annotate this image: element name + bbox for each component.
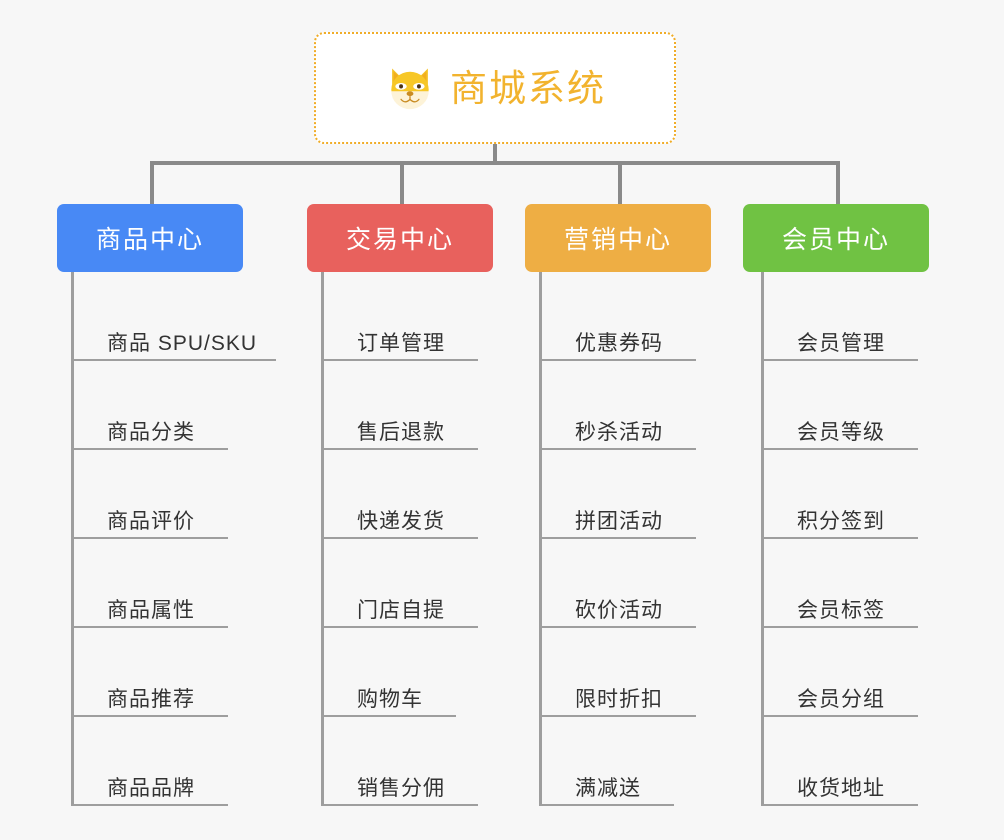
connector-horizontal-bus xyxy=(150,161,840,165)
leaf-underline-3-6 xyxy=(542,804,674,806)
leaf-underline-3-5 xyxy=(542,715,696,717)
leaf-underline-3-2 xyxy=(542,448,696,450)
category-label-4: 会员中心 xyxy=(781,226,890,254)
leaf-spine-2 xyxy=(321,272,324,806)
leaf-underline-2-6 xyxy=(324,804,478,806)
leaf-spine-1 xyxy=(71,272,74,806)
leaf-underline-2-2 xyxy=(324,448,478,450)
leaf-underline-2-1 xyxy=(324,359,478,361)
leaf-underline-4-3 xyxy=(764,537,918,539)
leaf-underline-4-2 xyxy=(764,448,918,450)
leaf-label-1-6: 商品品牌 xyxy=(107,776,195,800)
leaf-label-1-3: 商品评价 xyxy=(107,509,195,533)
category-label-2: 交易中心 xyxy=(345,226,454,254)
leaf-item-3-3[interactable]: 拼团活动 xyxy=(542,450,696,539)
leaf-label-4-5: 会员分组 xyxy=(797,687,885,711)
connector-drop-2 xyxy=(400,161,404,204)
leaf-label-2-3: 快递发货 xyxy=(357,509,445,533)
leaf-underline-1-1 xyxy=(74,359,276,361)
leaf-underline-3-4 xyxy=(542,626,696,628)
leaf-item-3-6[interactable]: 满减送 xyxy=(542,717,674,806)
leaf-underline-4-6 xyxy=(764,804,918,806)
leaf-underline-4-5 xyxy=(764,715,918,717)
leaf-label-1-4: 商品属性 xyxy=(107,598,195,622)
leaf-item-1-4[interactable]: 商品属性 xyxy=(74,539,228,628)
category-header-1[interactable]: 商品中心 xyxy=(57,204,243,272)
leaf-underline-4-4 xyxy=(764,626,918,628)
leaf-item-3-4[interactable]: 砍价活动 xyxy=(542,539,696,628)
leaf-item-4-1[interactable]: 会员管理 xyxy=(764,272,918,361)
leaf-item-2-3[interactable]: 快递发货 xyxy=(324,450,478,539)
leaf-spine-4 xyxy=(761,272,764,806)
category-label-1: 商品中心 xyxy=(95,226,204,254)
leaf-label-2-5: 购物车 xyxy=(357,687,423,711)
leaf-label-1-5: 商品推荐 xyxy=(107,687,195,711)
leaf-label-2-1: 订单管理 xyxy=(357,331,445,355)
leaf-label-4-6: 收货地址 xyxy=(797,776,885,800)
connector-drop-1 xyxy=(150,161,154,204)
leaf-item-3-5[interactable]: 限时折扣 xyxy=(542,628,696,717)
leaf-underline-4-1 xyxy=(764,359,918,361)
leaf-label-3-4: 砍价活动 xyxy=(575,598,663,622)
shiba-dog-icon xyxy=(391,68,429,110)
category-header-3[interactable]: 营销中心 xyxy=(525,204,711,272)
leaf-label-4-3: 积分签到 xyxy=(797,509,885,533)
leaf-label-3-1: 优惠券码 xyxy=(575,331,663,355)
leaf-item-1-5[interactable]: 商品推荐 xyxy=(74,628,228,717)
leaf-item-1-1[interactable]: 商品 SPU/SKU xyxy=(74,272,276,361)
leaf-underline-2-3 xyxy=(324,537,478,539)
connector-drop-4 xyxy=(836,161,840,204)
leaf-label-4-4: 会员标签 xyxy=(797,598,885,622)
leaf-item-4-6[interactable]: 收货地址 xyxy=(764,717,918,806)
leaf-underline-1-5 xyxy=(74,715,228,717)
leaf-label-3-5: 限时折扣 xyxy=(575,687,663,711)
leaf-item-4-4[interactable]: 会员标签 xyxy=(764,539,918,628)
leaf-item-4-2[interactable]: 会员等级 xyxy=(764,361,918,450)
connector-drop-3 xyxy=(618,161,622,204)
leaf-underline-3-1 xyxy=(542,359,696,361)
leaf-label-4-1: 会员管理 xyxy=(797,331,885,355)
category-header-2[interactable]: 交易中心 xyxy=(307,204,493,272)
category-header-4[interactable]: 会员中心 xyxy=(743,204,929,272)
leaf-underline-3-3 xyxy=(542,537,696,539)
leaf-item-1-2[interactable]: 商品分类 xyxy=(74,361,228,450)
leaf-label-3-2: 秒杀活动 xyxy=(575,420,663,444)
leaf-item-2-1[interactable]: 订单管理 xyxy=(324,272,478,361)
leaf-item-3-1[interactable]: 优惠券码 xyxy=(542,272,696,361)
leaf-item-4-5[interactable]: 会员分组 xyxy=(764,628,918,717)
leaf-item-4-3[interactable]: 积分签到 xyxy=(764,450,918,539)
leaf-item-3-2[interactable]: 秒杀活动 xyxy=(542,361,696,450)
leaf-item-2-2[interactable]: 售后退款 xyxy=(324,361,478,450)
leaf-spine-3 xyxy=(539,272,542,806)
leaf-item-1-6[interactable]: 商品品牌 xyxy=(74,717,228,806)
leaf-underline-1-2 xyxy=(74,448,228,450)
leaf-underline-2-5 xyxy=(324,715,456,717)
leaf-label-1-2: 商品分类 xyxy=(107,420,195,444)
leaf-underline-1-4 xyxy=(74,626,228,628)
leaf-label-1-1: 商品 SPU/SKU xyxy=(107,331,258,355)
leaf-label-2-2: 售后退款 xyxy=(357,420,445,444)
root-node[interactable]: 商城系统 xyxy=(314,32,676,144)
leaf-underline-1-3 xyxy=(74,537,228,539)
leaf-underline-1-6 xyxy=(74,804,228,806)
leaf-item-2-5[interactable]: 购物车 xyxy=(324,628,456,717)
leaf-label-3-6: 满减送 xyxy=(575,776,641,800)
leaf-item-2-6[interactable]: 销售分佣 xyxy=(324,717,478,806)
leaf-underline-2-4 xyxy=(324,626,478,628)
category-label-3: 营销中心 xyxy=(563,226,672,254)
connector-root-stem xyxy=(493,144,497,164)
leaf-label-4-2: 会员等级 xyxy=(797,420,885,444)
leaf-label-2-6: 销售分佣 xyxy=(357,776,445,800)
leaf-item-2-4[interactable]: 门店自提 xyxy=(324,539,478,628)
leaf-label-3-3: 拼团活动 xyxy=(575,509,663,533)
root-title: 商城系统 xyxy=(450,67,606,109)
leaf-label-2-4: 门店自提 xyxy=(357,598,445,622)
leaf-item-1-3[interactable]: 商品评价 xyxy=(74,450,228,539)
